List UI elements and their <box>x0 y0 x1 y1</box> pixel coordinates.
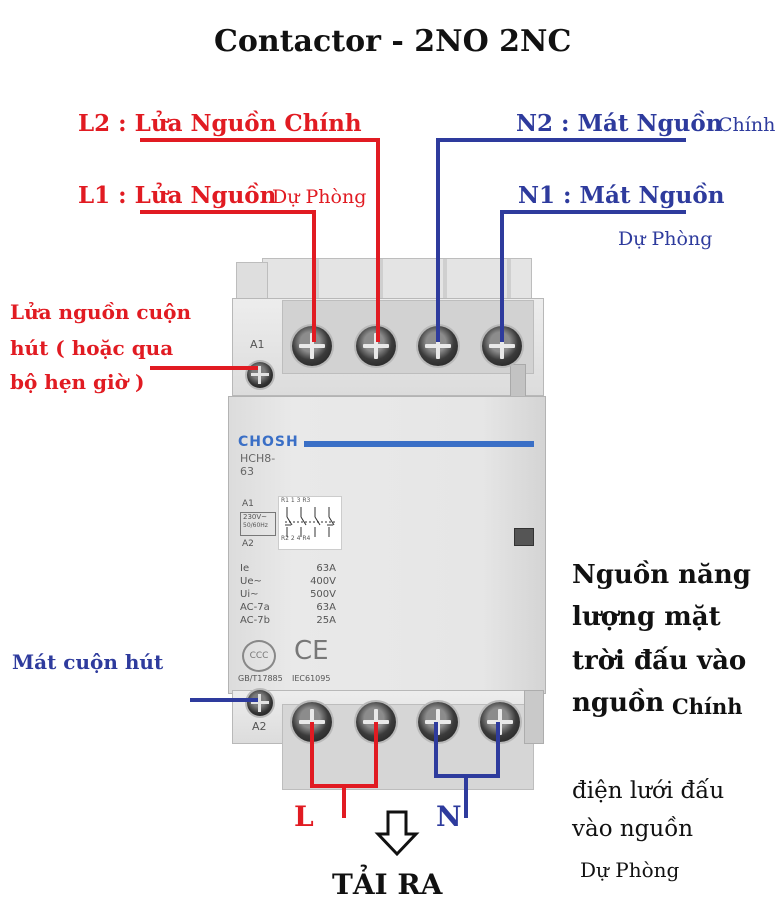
status-indicator <box>514 528 534 546</box>
spec-row-ac7a: AC-7a 63A <box>240 601 336 614</box>
grid-note-2: vào nguồn <box>572 816 694 842</box>
solar-note-4: nguồn <box>572 688 665 718</box>
contact-numbers-top: R1 1 3 R3 <box>281 497 311 504</box>
solar-note-3: trời đấu vào <box>572 646 747 676</box>
spec-row-ui: Ui~ 500V <box>240 588 336 601</box>
wire-l1 <box>140 210 316 342</box>
spec-key: AC-7a <box>240 602 270 613</box>
spec-row-ac7b: AC-7b 25A <box>240 614 336 627</box>
output-label: TẢI RA <box>332 868 443 901</box>
contact-numbers-bottom: R2 2 4 R4 <box>281 535 311 542</box>
ce-mark: CE <box>294 636 329 666</box>
coil-voltage: 230V~ <box>243 513 268 521</box>
label-l2: L2 : Lửa Nguồn Chính <box>78 110 362 137</box>
solar-note-4-sub: Chính <box>672 694 743 719</box>
label-coil-live-3: bộ hẹn giờ ) <box>10 370 145 394</box>
label-n2: N2 : Mát Nguồn <box>516 110 723 137</box>
wire-l2 <box>140 138 380 342</box>
coil-box: 230V~ 50/60Hz <box>240 512 276 536</box>
label-n2-sub: Chính <box>718 114 776 136</box>
output-arrow-icon <box>374 810 420 857</box>
grid-note-3: Dự Phòng <box>580 858 680 882</box>
schematic-a2: A2 <box>242 539 254 549</box>
wire-out-l <box>310 722 378 788</box>
label-n1-sub: Dự Phòng <box>618 228 713 250</box>
output-neutral-label: N <box>436 800 462 833</box>
spec-table: Ie 63A Ue~ 400V Ui~ 500V AC-7a 63A AC-7b 25A <box>240 562 336 627</box>
label-coil-live-2: hút ( hoặc qua <box>10 336 174 360</box>
spec-value: 25A <box>316 615 336 626</box>
spec-value: 500V <box>310 589 336 600</box>
wire-n1 <box>500 210 686 342</box>
spec-value: 63A <box>316 602 336 613</box>
model-number: HCH8-63 <box>240 452 276 478</box>
label-n1: N1 : Mát Nguồn <box>518 182 725 209</box>
wire-n2 <box>436 138 686 342</box>
output-live-label: L <box>294 800 314 833</box>
schematic-a1: A1 <box>242 499 254 509</box>
brand-logo: CHOSH <box>238 434 299 450</box>
solar-note-1: Nguồn năng <box>572 560 751 590</box>
solar-note-2: lượng mặt <box>572 602 721 632</box>
grid-note-1: điện lưới đấu <box>572 778 725 804</box>
coil-frequency: 50/60Hz <box>243 522 268 529</box>
coil-terminal-a1 <box>247 362 273 388</box>
spec-value: 63A <box>316 563 336 574</box>
label-l1: L1 : Lửa Nguồn <box>78 182 277 209</box>
brand-stripe <box>304 441 534 447</box>
label-l1-sub: Dự Phòng <box>272 186 367 208</box>
contact-schematic: R1 1 3 R3 R2 2 4 R4 <box>278 496 342 550</box>
iec-standard: IEC61095 <box>292 674 331 683</box>
spec-key: AC-7b <box>240 615 270 626</box>
spec-key: Ie <box>240 563 250 574</box>
spec-row-ue: Ue~ 400V <box>240 575 336 588</box>
ccc-mark: CCC <box>242 640 276 672</box>
spec-key: Ue~ <box>240 576 262 587</box>
terminal-a2-label: A2 <box>252 720 267 733</box>
spec-value: 400V <box>310 576 336 587</box>
coil-terminal-a2 <box>247 690 273 716</box>
bottom-right-ear <box>524 690 544 744</box>
top-fins <box>262 258 532 300</box>
terminal-top-4 <box>482 326 522 366</box>
gb-standard: GB/T17885 <box>238 674 283 683</box>
wire-out-n <box>434 722 500 778</box>
label-coil-live-1: Lửa nguồn cuộn <box>10 300 192 324</box>
spec-row-ie: Ie 63A <box>240 562 336 575</box>
diagram-title: Contactor - 2NO 2NC <box>214 24 572 59</box>
contact-symbols <box>285 507 335 537</box>
terminal-a1-label: A1 <box>250 338 265 351</box>
label-coil-neutral: Mát cuộn hút <box>12 650 164 674</box>
spec-key: Ui~ <box>240 589 259 600</box>
